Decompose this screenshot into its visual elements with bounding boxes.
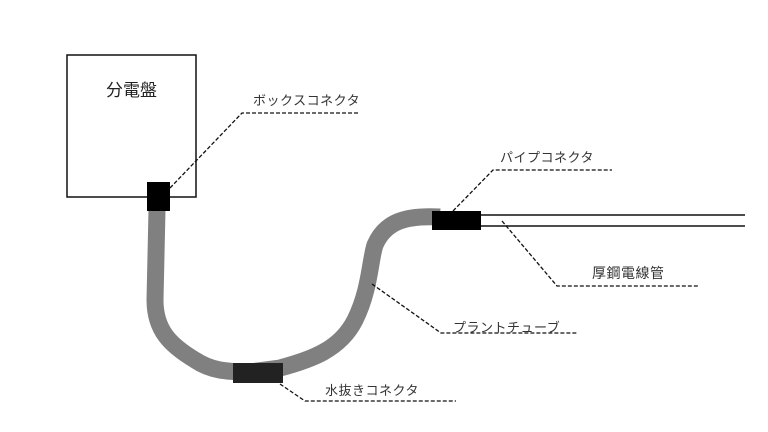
distribution-panel [66, 54, 197, 198]
label-plant-tube: プラントチューブ [453, 321, 561, 336]
label-box-connector: ボックスコネクタ [253, 94, 361, 109]
leader-steel-conduit [501, 220, 698, 287]
pipe-connector [432, 211, 481, 230]
panel-label: 分電盤 [106, 81, 157, 101]
label-drain-connector: 水抜きコネクタ [325, 384, 419, 399]
leader-box-connector [169, 112, 360, 189]
leader-plant-tube [371, 283, 577, 334]
plant-tube [146, 208, 441, 381]
label-steel-conduit: 厚鋼電線管 [592, 266, 665, 282]
leader-pipe-connector [452, 169, 612, 212]
label-pipe-connector: パイプコネクタ [500, 151, 594, 166]
drain-connector [233, 363, 283, 383]
leader-drain-connector [279, 383, 456, 402]
box-connector [147, 182, 170, 211]
